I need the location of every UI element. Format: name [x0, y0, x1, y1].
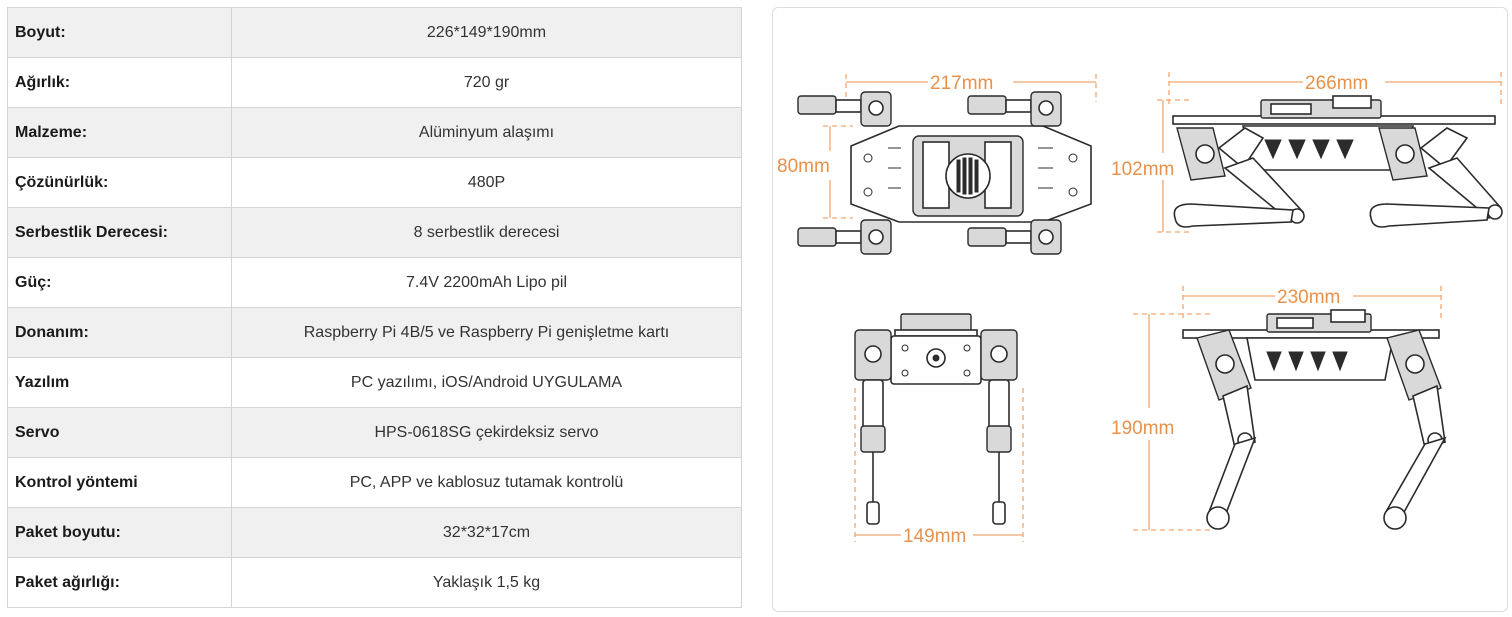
spec-row: Çözünürlük:480P	[7, 157, 742, 208]
spec-label: Paket boyutu:	[7, 507, 232, 558]
spec-value: 32*32*17cm	[231, 507, 742, 558]
spec-row: Güç:7.4V 2200mAh Lipo pil	[7, 257, 742, 308]
spec-value: 8 serbestlik derecesi	[231, 207, 742, 258]
spec-label: Donanım:	[7, 307, 232, 358]
side-view-drawing: 266mm 102mm	[1111, 72, 1503, 233]
spec-value: 7.4V 2200mAh Lipo pil	[231, 257, 742, 308]
spec-label: Serbestlik Derecesi:	[7, 207, 232, 258]
spec-row: Donanım:Raspberry Pi 4B/5 ve Raspberry P…	[7, 307, 742, 358]
spec-value: PC yazılımı, iOS/Android UYGULAMA	[231, 357, 742, 408]
dimension-drawing-panel: 217mm 80mm	[772, 7, 1508, 612]
front-view-drawing: 149mm	[854, 313, 1024, 547]
spec-label: Kontrol yöntemi	[7, 457, 232, 508]
spec-value: 720 gr	[231, 57, 742, 108]
spec-label: Ağırlık:	[7, 57, 232, 108]
spec-row: Serbestlik Derecesi:8 serbestlik dereces…	[7, 207, 742, 258]
spec-value: Raspberry Pi 4B/5 ve Raspberry Pi genişl…	[231, 307, 742, 358]
spec-value: Yaklaşık 1,5 kg	[231, 557, 742, 608]
spec-label: Yazılım	[7, 357, 232, 408]
spec-row: Paket boyutu:32*32*17cm	[7, 507, 742, 558]
dim-side-length: 266mm	[1305, 73, 1368, 94]
spec-label: Çözünürlük:	[7, 157, 232, 208]
spec-row: Ağırlık:720 gr	[7, 57, 742, 108]
dim-standing-length: 230mm	[1277, 287, 1340, 308]
standing-view-drawing: 230mm 190mm	[1111, 286, 1447, 531]
spec-value: PC, APP ve kablosuz tutamak kontrolü	[231, 457, 742, 508]
spec-value: Alüminyum alaşımı	[231, 107, 742, 158]
dimension-drawings: 217mm 80mm	[777, 72, 1503, 547]
spec-label: Paket ağırlığı:	[7, 557, 232, 608]
spec-value: 480P	[231, 157, 742, 208]
dim-front-width: 149mm	[903, 526, 966, 547]
dim-top-width: 217mm	[930, 73, 993, 94]
spec-label: Boyut:	[7, 7, 232, 58]
spec-row: Boyut:226*149*190mm	[7, 7, 742, 58]
spec-row: Malzeme:Alüminyum alaşımı	[7, 107, 742, 158]
dim-side-height: 102mm	[1111, 159, 1174, 180]
spec-value: 226*149*190mm	[231, 7, 742, 58]
top-view-drawing: 217mm 80mm	[777, 73, 1097, 255]
spec-value: HPS-0618SG çekirdeksiz servo	[231, 407, 742, 458]
dim-standing-height: 190mm	[1111, 418, 1174, 439]
spec-row: Paket ağırlığı:Yaklaşık 1,5 kg	[7, 557, 742, 608]
dim-top-height: 80mm	[777, 156, 830, 177]
spec-label: Güç:	[7, 257, 232, 308]
spec-label: Servo	[7, 407, 232, 458]
spec-label: Malzeme:	[7, 107, 232, 158]
